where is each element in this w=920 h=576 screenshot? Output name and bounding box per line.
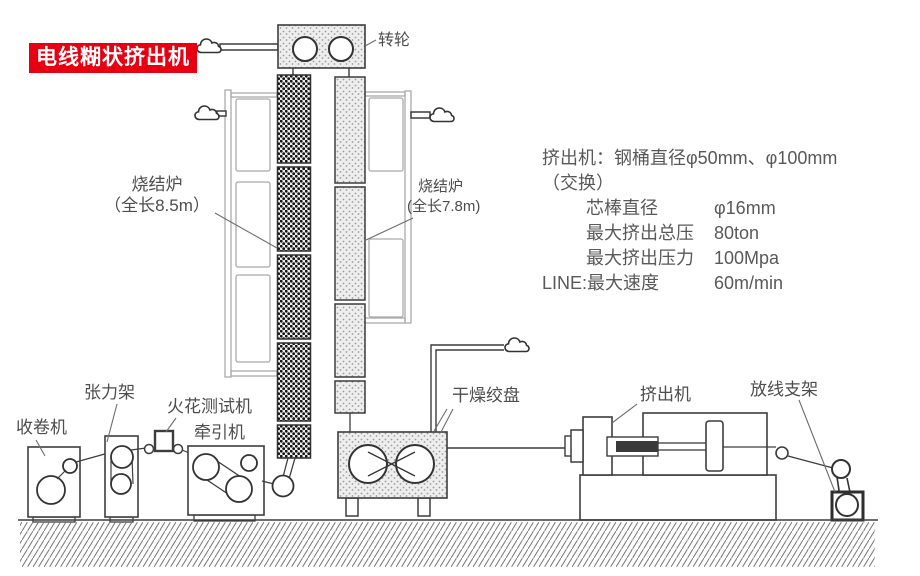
label-extruder: 挤出机 — [640, 385, 691, 404]
label-tractor: 牵引机 — [194, 423, 245, 442]
extruder-machine — [564, 412, 834, 521]
sintering-furnace-right-column — [334, 76, 366, 414]
label-rotating-wheel: 转轮 — [378, 32, 411, 49]
label-payoff-stand: 放线支架 — [750, 380, 818, 399]
sintering-furnace-left-column — [276, 74, 312, 459]
spec-label: 最大挤出压力 — [586, 248, 694, 268]
spec-row: 最大挤出总压 80ton — [542, 221, 837, 246]
spec-row: LINE:最大速度 60m/min — [542, 271, 837, 296]
label-winder: 收卷机 — [16, 418, 67, 437]
furnace-left-length: （全长8.5m） — [104, 196, 210, 216]
spec-block: 挤出机：钢桶直径φ50mm、φ100mm （交换） 芯棒直径 φ16mm 最大挤出… — [542, 146, 837, 296]
spec-row: 最大挤出压力 100Mpa — [542, 246, 837, 271]
label-pointer-lines — [35, 39, 836, 493]
spec-value: φ16mm — [714, 198, 776, 218]
spec-subtitle: （交换） — [542, 173, 614, 193]
label-spark-tester: 火花测试机 — [167, 397, 252, 416]
support-frame-right — [364, 90, 412, 324]
label-tension-stand: 张力架 — [84, 383, 135, 402]
tension-stand — [104, 435, 147, 523]
furnace-left-name: 烧结炉 — [131, 175, 183, 194]
spec-value: 60m/min — [714, 273, 784, 293]
spec-value: 80ton — [714, 223, 760, 243]
steam-pipes — [216, 43, 504, 432]
payoff-stand — [830, 459, 865, 522]
label-furnace-left: 烧结炉 （全长8.5m） — [98, 174, 216, 217]
label-drying-capstan: 干燥绞盘 — [452, 386, 520, 405]
wire-path — [282, 413, 351, 480]
spec-title: 挤出机：钢桶直径φ50mm、φ100mm — [542, 148, 838, 168]
spark-tester — [143, 429, 195, 456]
spec-row: 芯棒直径 φ16mm — [542, 196, 837, 221]
spec-value: 100Mpa — [714, 248, 780, 268]
furnace-right-length: (全长7.8m) — [407, 198, 481, 216]
title-banner: 电线糊状挤出机 — [29, 43, 197, 73]
rotating-wheel-box — [277, 24, 366, 78]
drying-capstan — [337, 431, 568, 517]
furnace-right-name: 烧结炉 — [418, 178, 464, 195]
tractor-machine — [187, 445, 295, 522]
spec-label: 最大挤出总压 — [586, 223, 694, 243]
winder-machine — [27, 446, 113, 523]
spec-label: 芯棒直径 — [586, 198, 658, 218]
label-furnace-right: 烧结炉 (全长7.8m) — [407, 177, 480, 218]
spec-label: LINE:最大速度 — [542, 273, 660, 293]
ground — [18, 519, 878, 567]
